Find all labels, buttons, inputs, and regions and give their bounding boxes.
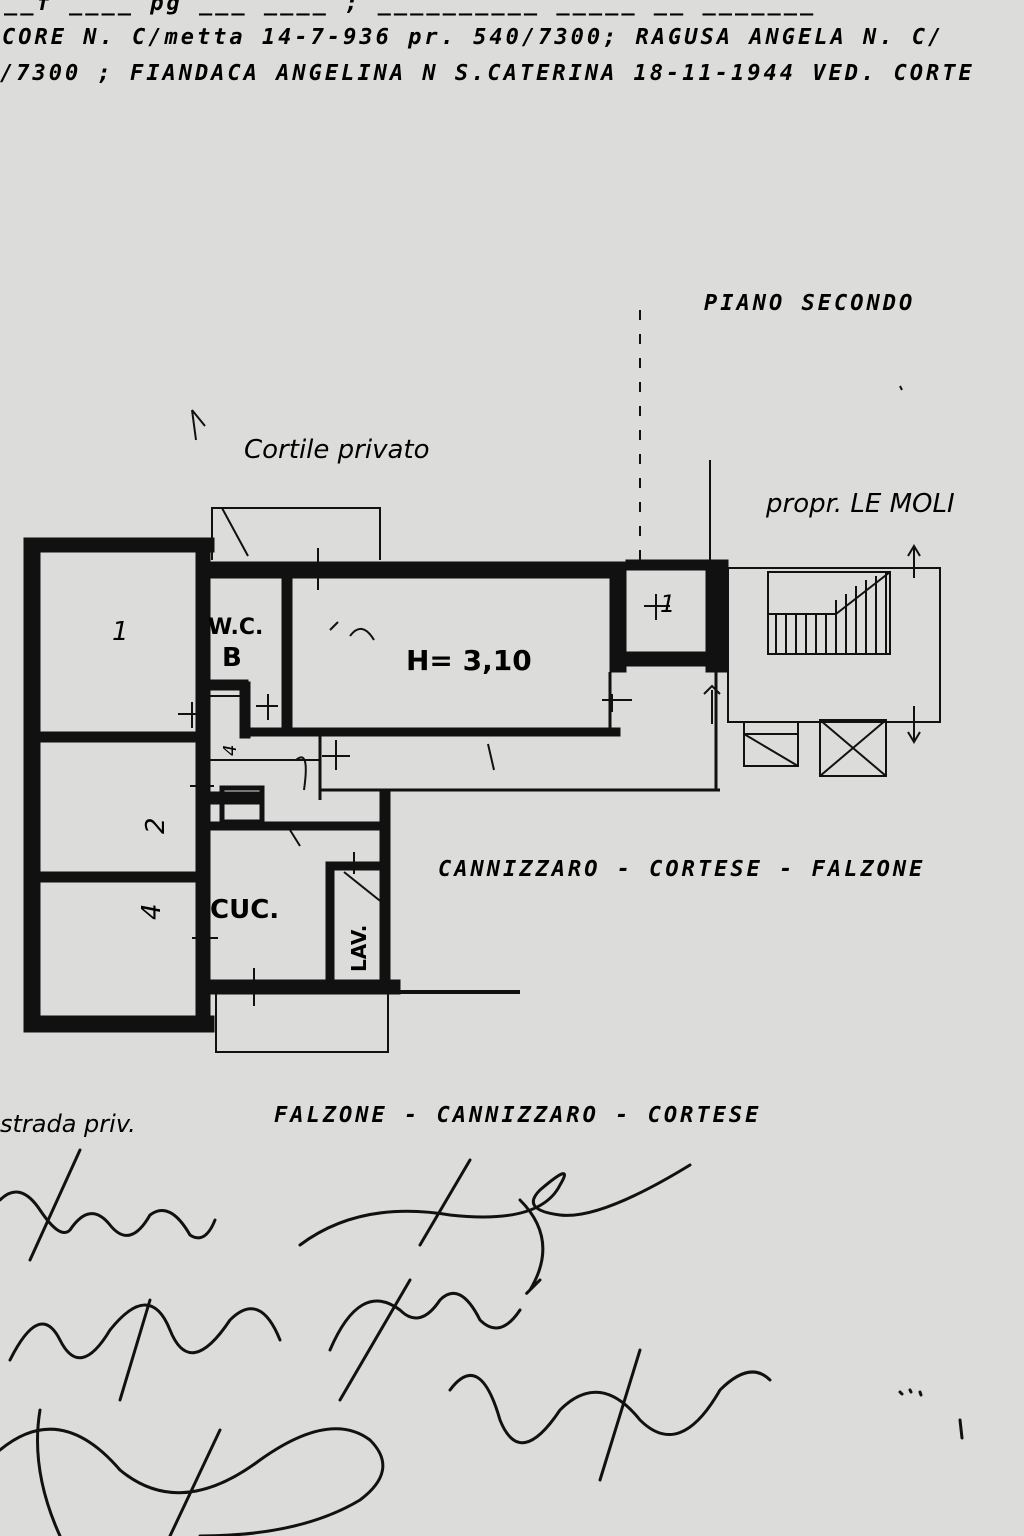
door-markers	[178, 548, 670, 1006]
south-neighbours-label: FALZONE - CANNIZZARO - CORTESE	[274, 1103, 761, 1128]
room-label-height: H= 3,10	[406, 644, 532, 677]
south-street-label: strada priv.	[0, 1110, 136, 1138]
owner-label: propr. LE MOLI	[765, 489, 955, 519]
header-line-2: CORE N. C/metta 14-7-936 pr. 540/7300; R…	[2, 25, 944, 50]
room-number-1: 1	[112, 617, 129, 647]
room-label-laundry: LAV.	[347, 925, 371, 972]
header-line-1: __f ____ pg ___ ____ ; __________ _____ …	[4, 0, 816, 16]
header-line-3: /7300 ; FIANDACA ANGELINA N S.CATERINA 1…	[0, 61, 975, 86]
plan-walls	[23, 507, 729, 1053]
room-number-5: 1	[660, 590, 675, 618]
room-label-bath: B	[222, 643, 242, 673]
floor-title: PIANO SECONDO	[704, 291, 915, 316]
room-label-kitchen: CUC.	[210, 895, 279, 925]
stair-block	[703, 544, 941, 777]
margin-marks	[221, 385, 903, 905]
room-label-wc: W.C.	[208, 615, 263, 640]
signatures	[0, 1148, 964, 1536]
room-number-3: 4	[137, 903, 167, 920]
east-neighbours-label: CANNIZZARO - CORTESE - FALZONE	[438, 857, 925, 882]
room-number-4: 4	[220, 745, 241, 756]
courtyard-marker: Cortile privato	[191, 409, 430, 465]
courtyard-label: Cortile privato	[244, 435, 430, 465]
room-number-2: 2	[141, 817, 171, 834]
